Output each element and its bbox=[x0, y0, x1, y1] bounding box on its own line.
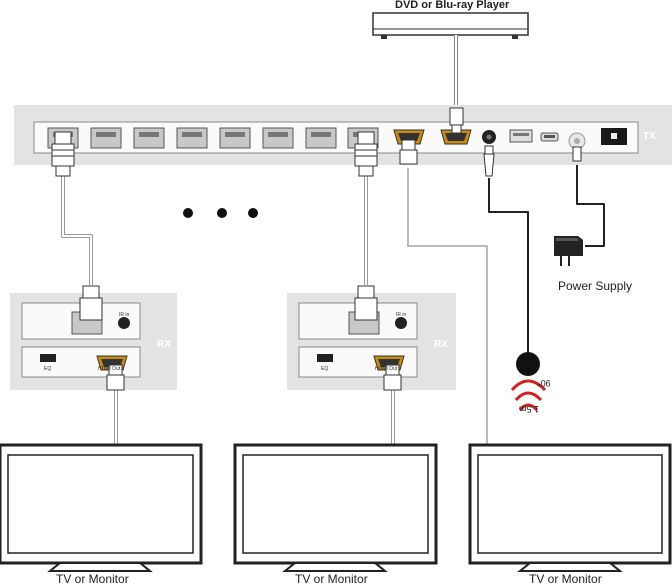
display-3 bbox=[468, 443, 672, 572]
display-2 bbox=[233, 443, 438, 572]
rj45-plug-2 bbox=[354, 131, 378, 177]
micro-usb-port bbox=[540, 132, 559, 142]
rx-hdmi-label-2: HDMI Out bbox=[375, 366, 398, 372]
rx-tag-2: RX bbox=[434, 339, 448, 350]
power-adapter-icon bbox=[554, 236, 583, 266]
source-label: DVD or Blu-ray Player bbox=[395, 0, 510, 11]
hdmi-plug-out bbox=[399, 139, 418, 165]
rj45-port-5 bbox=[219, 127, 251, 149]
hdmi-plug-in bbox=[449, 107, 464, 134]
power-supply-label: Power Supply bbox=[558, 279, 633, 293]
ir-range-label: 1.5m bbox=[519, 404, 540, 414]
display-label-3: TV or Monitor bbox=[529, 572, 602, 586]
rj45-port-4 bbox=[176, 127, 208, 149]
rj45-port-2 bbox=[90, 127, 122, 149]
rj45-port-3 bbox=[133, 127, 165, 149]
rx-ir-label-2: IR in bbox=[396, 312, 407, 318]
receiver-unit-1 bbox=[10, 285, 177, 391]
usb-port bbox=[509, 129, 533, 143]
display-label-2: TV or Monitor bbox=[295, 572, 368, 586]
rj45-port-7 bbox=[305, 127, 337, 149]
receiver-unit-2 bbox=[287, 285, 456, 391]
tx-tag: TX bbox=[643, 131, 656, 142]
rj45-plug-1 bbox=[51, 131, 75, 177]
display-label-1: TV or Monitor bbox=[56, 572, 129, 586]
rj45-port-6 bbox=[262, 127, 294, 149]
rx-eq-label-1: EQ bbox=[44, 366, 52, 372]
rx-hdmi-label-1: HDMI Out bbox=[98, 366, 121, 372]
more-receivers-ellipsis bbox=[183, 208, 258, 218]
cables bbox=[61, 35, 605, 446]
ir-jack bbox=[482, 130, 496, 144]
power-plug bbox=[572, 146, 582, 162]
rx-tag-1: RX bbox=[157, 339, 171, 350]
rx-eq-label-2: EQ bbox=[321, 366, 329, 372]
dvd-player bbox=[372, 12, 529, 39]
dc-power-jack bbox=[568, 132, 586, 150]
ir-plug bbox=[483, 145, 495, 177]
display-1 bbox=[0, 443, 203, 572]
power-switch bbox=[601, 128, 627, 145]
ir-receiver-icon bbox=[510, 352, 547, 412]
ir-angle-label: 90° bbox=[537, 378, 551, 388]
rx-ir-label-1: IR in bbox=[119, 312, 130, 318]
